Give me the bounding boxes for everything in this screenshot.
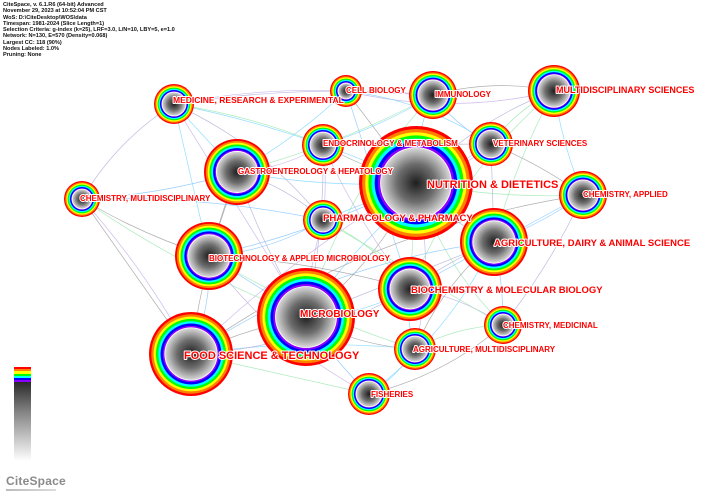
- node-core: [492, 314, 514, 336]
- legend-color-band: [14, 377, 31, 381]
- header-info-line: Network: N=130, E=570 (Density=0.068): [3, 33, 108, 40]
- node-core: [477, 130, 505, 158]
- node-multisci[interactable]: [528, 65, 580, 117]
- node-core: [165, 328, 217, 380]
- node-layer: [64, 65, 607, 415]
- node-pharma[interactable]: [303, 200, 343, 240]
- edge-immunology-medicine: [173, 90, 434, 105]
- node-core: [390, 269, 430, 309]
- node-label-endocrin: ENDOCRINOLOGY & METABOLISM: [323, 139, 458, 148]
- node-core: [275, 286, 337, 348]
- node-medicine[interactable]: [154, 84, 194, 124]
- node-core: [356, 381, 382, 407]
- node-veterinary[interactable]: [469, 122, 513, 166]
- node-core: [162, 92, 186, 116]
- node-core: [568, 180, 598, 210]
- node-label-fisheries: FISHERIES: [371, 390, 414, 399]
- header-info-line: Largest CC: 118 (90%): [3, 39, 62, 46]
- node-immunology[interactable]: [409, 71, 457, 119]
- node-label-biotech: BIOTECHNOLOGY & APPLIED MICROBIOLOGY: [209, 254, 391, 263]
- node-label-multisci: MULTIDISCIPLINARY SCIENCES: [556, 85, 694, 95]
- legend-color-band: [14, 367, 31, 370]
- node-label-chemmulti: CHEMISTRY, MULTIDISCIPLINARY: [80, 194, 211, 203]
- edge-chemmulti-pharma: [81, 198, 324, 221]
- node-label-agrimulti: AGRICULTURE, MULTIDISCIPLINARY: [413, 345, 556, 354]
- node-label-veterinary: VETERINARY SCIENCES: [493, 139, 588, 148]
- node-label-medicine: MEDICINE, RESEARCH & EXPERIMENTAL: [173, 95, 344, 105]
- legend-color-band: [14, 380, 31, 383]
- node-foodsci[interactable]: [149, 312, 233, 396]
- node-core: [311, 208, 335, 232]
- node-core: [538, 75, 570, 107]
- node-label-immunology: IMMUNOLOGY: [435, 90, 492, 99]
- logo-underline: [6, 489, 56, 491]
- node-agrimulti[interactable]: [394, 328, 436, 370]
- header-info-line: Timespan: 1981-2024 (Slice Length=1): [3, 20, 105, 27]
- legend-color-band: [14, 369, 31, 372]
- header-info-line: CiteSpace, v. 6.1.R6 (64-bit) Advanced: [3, 2, 104, 8]
- node-chemmulti[interactable]: [64, 181, 100, 217]
- node-label-cellbio: CELL BIOLOGY: [346, 86, 407, 95]
- node-label-chemmed: CHEMISTRY, MEDICINAL: [503, 321, 598, 330]
- node-label-micro: MICROBIOLOGY: [300, 309, 380, 320]
- citespace-logo: CiteSpace: [6, 474, 66, 488]
- node-core: [380, 147, 452, 219]
- legend-color-band: [14, 375, 31, 378]
- node-core: [310, 132, 336, 158]
- header-info-line: WoS: D:\CiteDesktop\WOS\data: [3, 14, 87, 21]
- edge-medicine-endocrin: [173, 103, 324, 146]
- node-core: [473, 221, 515, 263]
- header-info-line: Selection Criteria: g-index (k=25), LRF=…: [3, 27, 175, 34]
- time-legend-bar: [14, 367, 31, 461]
- node-core: [402, 336, 428, 362]
- header-info-line: Nodes Labeled: 1.0%: [3, 46, 59, 53]
- node-biochem[interactable]: [378, 257, 442, 321]
- node-cellbio[interactable]: [330, 75, 362, 107]
- edge-fisheries-chemmed: [368, 324, 504, 395]
- node-core: [338, 83, 354, 99]
- node-label-nutrition: NUTRITION & DIETETICS: [427, 179, 558, 191]
- node-label-chemapplied: CHEMISTRY, APPLIED: [583, 190, 668, 199]
- node-label-biochem: BIOCHEMISTRY & MOLECULAR BIOLOGY: [411, 285, 603, 296]
- node-core: [418, 80, 448, 110]
- node-core: [72, 189, 92, 209]
- node-label-foodsci: FOOD SCIENCE & TECHNOLOGY: [184, 350, 360, 362]
- edge-foodsci-chemapplied: [190, 194, 584, 355]
- header-info-line: Pruning: None: [3, 52, 42, 59]
- node-biotech[interactable]: [175, 222, 243, 290]
- node-micro[interactable]: [257, 268, 355, 366]
- node-nutrition[interactable]: [359, 126, 473, 240]
- node-endocrin[interactable]: [302, 124, 344, 166]
- legend-color-band: [14, 371, 31, 374]
- node-label-pharma: PHARMACOLOGY & PHARMACY: [323, 213, 473, 224]
- node-chemapplied[interactable]: [559, 171, 607, 219]
- legend-color-band: [14, 373, 31, 376]
- node-agridairy[interactable]: [460, 208, 528, 276]
- node-gastro[interactable]: [204, 139, 270, 205]
- node-core: [216, 151, 258, 193]
- header-info-line: November 29, 2023 at 10:52:04 PM CST: [3, 8, 107, 15]
- legend-gray-gradient: [14, 382, 31, 461]
- node-core: [188, 235, 230, 277]
- node-label-agridairy: AGRICULTURE, DAIRY & ANIMAL SCIENCE: [494, 238, 690, 249]
- node-label-gastro: GASTROENTEROLOGY & HEPATOLOGY: [238, 167, 394, 176]
- node-fisheries[interactable]: [348, 373, 390, 415]
- edge-medicine-cellbio: [173, 89, 347, 105]
- node-chemmed[interactable]: [484, 306, 522, 344]
